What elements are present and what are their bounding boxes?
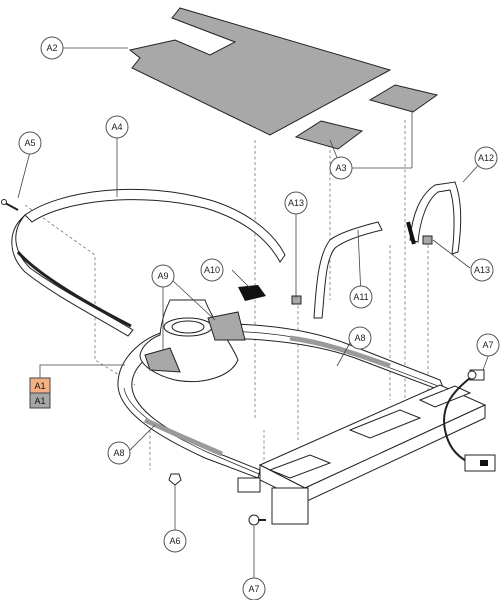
connector-part-a7 xyxy=(443,369,496,472)
callout-a12-label: A12 xyxy=(478,153,494,163)
callout-a8-left-label: A8 xyxy=(113,448,124,458)
callout-a5: A5 xyxy=(18,131,42,155)
a1-legend-label-bottom: A1 xyxy=(34,396,45,406)
pad-part-upper xyxy=(368,84,439,113)
callout-a6-label: A6 xyxy=(169,536,180,546)
callout-a13-left: A13 xyxy=(284,191,308,215)
callout-a11: A11 xyxy=(349,285,373,309)
callout-a7-bottom-label: A7 xyxy=(248,584,259,594)
seat-pan-part xyxy=(128,7,392,136)
callout-a2: A2 xyxy=(40,36,64,60)
callout-a7-top: A7 xyxy=(476,333,500,357)
callout-a8-right: A8 xyxy=(348,326,372,350)
clip-part-right xyxy=(422,235,433,245)
callout-a10-label: A10 xyxy=(204,265,220,275)
pad-part-lower xyxy=(294,120,364,150)
callout-a7-top-label: A7 xyxy=(482,340,493,350)
callout-a8-left: A8 xyxy=(107,441,131,465)
callout-a9-label: A9 xyxy=(157,271,168,281)
bumper-strip-part xyxy=(11,188,286,337)
callout-a12: A12 xyxy=(474,146,498,170)
clip-part-left xyxy=(291,295,302,305)
callout-a6: A6 xyxy=(163,529,187,553)
screw-part-a5 xyxy=(1,199,19,211)
a1-legend-swatch-bottom xyxy=(29,392,51,409)
strap-part-a12 xyxy=(406,181,462,255)
callout-a3-label: A3 xyxy=(335,163,346,173)
callout-a13-right-label: A13 xyxy=(474,265,490,275)
main-frame-part xyxy=(117,323,487,525)
screw-part-a7-bottom xyxy=(248,514,266,526)
nut-part-a6 xyxy=(168,473,182,486)
callout-a4: A4 xyxy=(105,115,129,139)
callout-a8-right-label: A8 xyxy=(354,333,365,343)
callout-a13-left-label: A13 xyxy=(288,198,304,208)
a1-legend-label-top: A1 xyxy=(34,381,45,391)
callout-a10: A10 xyxy=(200,258,224,282)
trim-strip-right xyxy=(289,335,391,369)
callout-a4-label: A4 xyxy=(111,122,122,132)
a1-color-legend: A1 A1 xyxy=(29,377,51,409)
seat-post-housing-part xyxy=(139,299,246,383)
callout-a3: A3 xyxy=(329,156,353,180)
callout-a13-right: A13 xyxy=(470,258,494,282)
callout-a2-label: A2 xyxy=(46,43,57,53)
callout-a7-bottom: A7 xyxy=(242,577,266,600)
callout-a11-label: A11 xyxy=(353,292,368,302)
callout-a9: A9 xyxy=(151,264,175,288)
strap-part-a11 xyxy=(313,221,383,319)
callout-a5-label: A5 xyxy=(24,138,35,148)
trim-strip-left xyxy=(143,417,224,457)
black-pad-part xyxy=(238,285,266,301)
